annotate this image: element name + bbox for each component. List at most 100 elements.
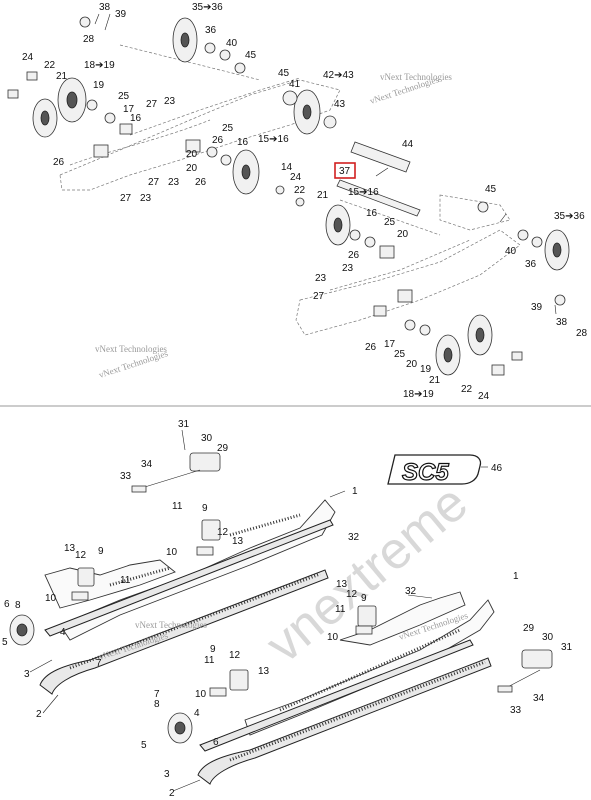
bumper-blocks xyxy=(71,519,377,697)
callout-38: 38 xyxy=(99,2,111,13)
callout-14: 14 xyxy=(281,162,293,173)
callout-26: 26 xyxy=(348,250,360,261)
shaft-44 xyxy=(350,141,411,173)
callout-22: 22 xyxy=(294,185,306,196)
callout-43: 43 xyxy=(334,99,346,110)
callout-38: 38 xyxy=(556,317,568,328)
callout-24: 24 xyxy=(290,172,302,183)
rails-and-skis-diagram: vnextreme SC5 xyxy=(2,419,573,799)
callout-12: 12 xyxy=(346,589,358,600)
watermark-text: vNext Technologies xyxy=(135,620,207,630)
callout-8: 8 xyxy=(15,600,21,611)
callout-17: 17 xyxy=(384,339,396,350)
callout-10: 10 xyxy=(195,689,207,700)
callout-7: 7 xyxy=(154,689,160,700)
callout-23: 23 xyxy=(140,193,152,204)
sc5-logo-text: SC5 xyxy=(402,459,449,486)
ski-front-dampers xyxy=(9,614,193,744)
callout-26: 26 xyxy=(53,157,65,168)
callout-11: 11 xyxy=(120,575,131,586)
callout-9: 9 xyxy=(361,593,367,604)
callout-21: 21 xyxy=(317,190,329,201)
callout-27: 27 xyxy=(120,193,132,204)
callout-32: 32 xyxy=(348,532,360,543)
callout-16: 16 xyxy=(366,208,378,219)
callout-13: 13 xyxy=(232,536,244,547)
shaft-37 xyxy=(336,179,421,217)
callout-40: 40 xyxy=(226,38,238,49)
spindle-upper xyxy=(131,452,221,493)
callout-34: 34 xyxy=(533,693,545,704)
callout-6: 6 xyxy=(213,737,219,748)
callout-4: 4 xyxy=(194,708,200,719)
callout-26: 26 xyxy=(212,135,224,146)
callout-39: 39 xyxy=(531,302,543,313)
callout-20: 20 xyxy=(406,359,418,370)
callout-2: 2 xyxy=(169,788,175,799)
idler-wheel-bottom-right xyxy=(467,314,493,356)
callout-18-19: 18➔19 xyxy=(84,60,115,71)
callout-5: 5 xyxy=(141,740,147,751)
idler-wheel-center-top xyxy=(293,89,321,135)
callout-41: 41 xyxy=(289,79,301,90)
callout-33: 33 xyxy=(120,471,132,482)
sc5-logo: SC5 xyxy=(387,454,482,487)
callout-45: 45 xyxy=(485,184,497,195)
callout-24: 24 xyxy=(22,52,34,63)
callout-45: 45 xyxy=(245,50,257,61)
callout-22: 22 xyxy=(44,60,56,71)
callout-9: 9 xyxy=(210,644,216,655)
upper-leader-lines xyxy=(94,13,557,315)
callout-8: 8 xyxy=(154,699,160,710)
callout-32: 32 xyxy=(405,586,417,597)
callout-4: 4 xyxy=(60,627,66,638)
callout-23: 23 xyxy=(315,273,327,284)
callout-29: 29 xyxy=(523,623,535,634)
callout-29: 29 xyxy=(217,443,229,454)
callout-25: 25 xyxy=(394,349,406,360)
lower-leader-lines xyxy=(29,429,488,792)
callout-21: 21 xyxy=(429,375,441,386)
callout-26: 26 xyxy=(195,177,207,188)
hardware-parts xyxy=(7,16,566,376)
watermark-text: vNext Technologies xyxy=(95,344,167,354)
callout-30: 30 xyxy=(542,632,554,643)
callout-30: 30 xyxy=(201,433,213,444)
callout-37-label: 37 xyxy=(339,166,351,177)
callout-1: 1 xyxy=(513,571,519,582)
runner-front-lower xyxy=(199,639,474,752)
callout-13: 13 xyxy=(64,543,76,554)
callout-12: 12 xyxy=(75,550,87,561)
callout-7: 7 xyxy=(96,658,102,669)
callout-17: 17 xyxy=(123,104,135,115)
highlighted-callout-37[interactable]: 37 xyxy=(334,162,356,179)
idler-wheel-bottom-left xyxy=(435,334,461,376)
spindle-lower xyxy=(497,649,553,693)
upper-rail-outline xyxy=(59,44,521,336)
callout-34: 34 xyxy=(141,459,153,470)
idler-wheel-center xyxy=(232,149,260,195)
callout-12: 12 xyxy=(229,650,241,661)
callout-3: 3 xyxy=(24,669,30,680)
callout-33: 33 xyxy=(510,705,522,716)
callout-13: 13 xyxy=(336,579,348,590)
idler-wheel-left-inner xyxy=(32,98,58,138)
callout-36: 36 xyxy=(205,25,217,36)
callout-10: 10 xyxy=(327,632,339,643)
callout-25: 25 xyxy=(222,123,234,134)
callout-25: 25 xyxy=(118,91,130,102)
callout-9: 9 xyxy=(98,546,104,557)
ski-upper xyxy=(39,569,329,695)
callout-11: 11 xyxy=(204,655,215,666)
callout-9: 9 xyxy=(202,503,208,514)
callout-18-19: 18➔19 xyxy=(403,389,434,400)
callout-22: 22 xyxy=(461,384,473,395)
idler-wheel-right-top xyxy=(544,229,570,271)
callout-11: 11 xyxy=(172,501,183,512)
callout-19: 19 xyxy=(93,80,105,91)
callout-23: 23 xyxy=(342,263,354,274)
callout-15-16: 15➔16 xyxy=(258,134,289,145)
runner-front-upper xyxy=(44,519,334,637)
callout-39: 39 xyxy=(115,9,127,20)
